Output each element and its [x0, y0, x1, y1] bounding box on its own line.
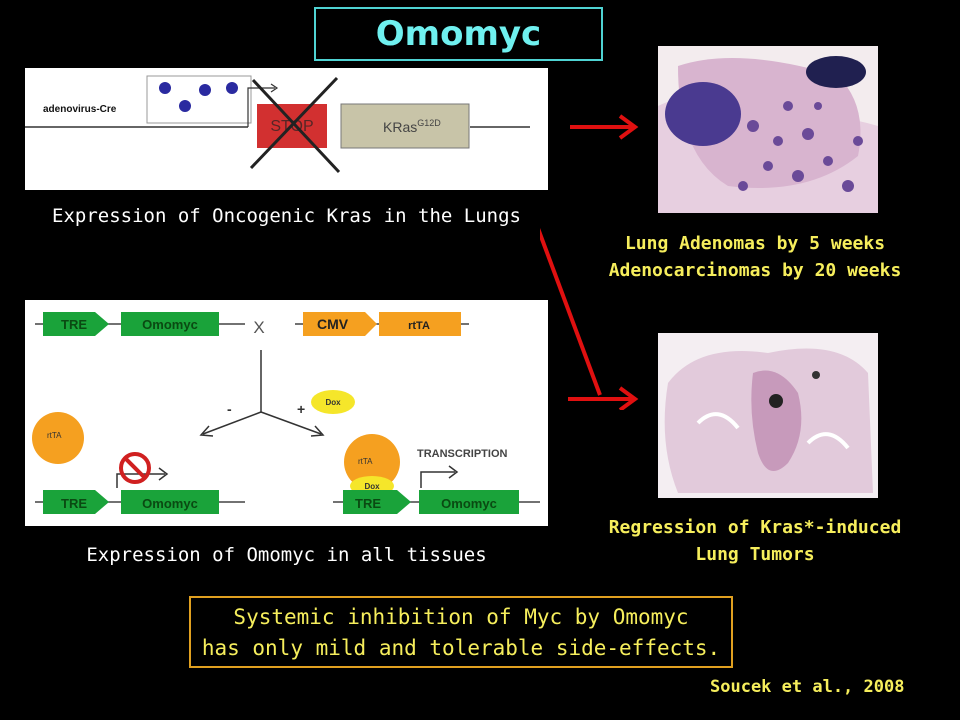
svg-text:Dox: Dox [325, 398, 341, 407]
branch-arrow-plus [260, 411, 322, 435]
cmv-promoter [303, 312, 377, 336]
lung-adenoma-histology-image [658, 46, 878, 213]
svg-text:rtTA: rtTA [358, 457, 373, 466]
svg-text:rtTA: rtTA [408, 320, 430, 332]
branch-arrow-minus [202, 411, 262, 435]
rtta-gene [379, 312, 461, 336]
svg-text:Dox: Dox [364, 482, 380, 491]
svg-text:TRE: TRE [61, 496, 87, 511]
citation: Soucek et al., 2008 [710, 677, 905, 697]
svg-text:CMV: CMV [317, 316, 349, 332]
omomyc-system-panel: TRE Omomyc X CMV rtTA - + Dox rtTA TRE O… [25, 300, 548, 526]
kras-construct-panel: adenovirus-Cre STOP KRasG12D [25, 68, 548, 190]
cross-symbol: X [253, 318, 264, 337]
svg-text:TRE: TRE [355, 496, 381, 511]
adenovirus-icon [159, 82, 238, 112]
svg-text:Omomyc: Omomyc [441, 496, 497, 511]
adenoma-result: Lung Adenomas by 5 weeks Adenocarcinomas… [608, 233, 902, 281]
svg-text:+: + [297, 401, 305, 417]
kras-caption: Expression of Oncogenic Kras in the Lung… [52, 205, 521, 227]
arrow-regression-diagonal [540, 228, 602, 396]
omomyc-gene [121, 312, 219, 336]
kras-gene-box [340, 103, 470, 149]
conclusion-box: Systemic inhibition of Myc by Omomyc has… [189, 596, 733, 668]
svg-text:Omomyc: Omomyc [142, 496, 198, 511]
rtta-protein-free [32, 412, 84, 464]
svg-text:-: - [227, 401, 232, 417]
omomyc-caption: Expression of Omomyc in all tissues [86, 544, 487, 566]
lung-regression-histology-image [658, 333, 878, 498]
rtta-protein-bound [344, 434, 400, 490]
red-arrows [540, 114, 639, 410]
kras-construct-diagram: adenovirus-Cre STOP KRasG12D [25, 75, 530, 174]
omomyc-system-diagram: TRE Omomyc X CMV rtTA - + Dox rtTA TRE O… [32, 312, 540, 514]
no-transcription-icon [119, 452, 151, 484]
svg-text:rtTA: rtTA [47, 431, 62, 440]
svg-text:TRE: TRE [61, 317, 87, 332]
regression-result: Regression of Kras*-induced Lung Tumors [608, 517, 902, 565]
adenovirus-label: adenovirus-Cre [43, 104, 117, 115]
tre-promoter [43, 312, 109, 336]
slide-title: Omomyc Action [314, 7, 603, 104]
kras-label: KRasG12D [383, 118, 441, 135]
dox-molecule [311, 390, 355, 414]
svg-text:Omomyc: Omomyc [142, 317, 198, 332]
transcription-label: TRANSCRIPTION [417, 448, 508, 460]
